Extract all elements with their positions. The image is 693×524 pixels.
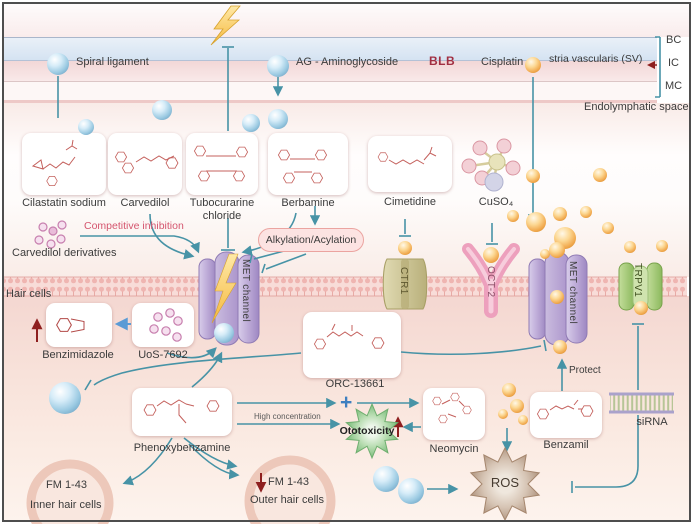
ctr1-label: CTR1 xyxy=(398,267,409,295)
high-concentration-label: High concentration xyxy=(254,412,321,421)
sirna-label: siRNA xyxy=(636,416,668,428)
cuso4-model-icon xyxy=(461,138,521,192)
neomycin-label: Neomycin xyxy=(429,443,479,455)
outer-hair-cell-arc xyxy=(244,455,336,524)
chemical-structures xyxy=(31,139,594,424)
fm143-inner-label: FM 1-43 xyxy=(46,479,87,491)
fm143-outer-label: FM 1-43 xyxy=(268,476,309,488)
oct2-transporter xyxy=(462,243,520,318)
phenoxybenzamine-label: Phenoxybenzamine xyxy=(133,442,231,454)
trpv1-channel xyxy=(618,262,663,311)
carvedilol-structure-box xyxy=(108,133,182,195)
oct2-label: OCT-2 xyxy=(485,266,496,298)
layer-bracket xyxy=(655,36,661,98)
orc13661-structure-box xyxy=(303,312,401,378)
cuso4-label: CuSO₄ xyxy=(478,196,514,208)
spiral-ligament-label: Spiral ligament xyxy=(76,56,149,68)
phenoxybenzamine-structure-box xyxy=(132,388,232,436)
uos7692-box xyxy=(132,303,194,347)
met-channel-left xyxy=(198,251,260,346)
ros-label: ROS xyxy=(490,475,520,490)
layer-mc-label: MC xyxy=(665,80,683,92)
sirna-icon xyxy=(609,392,674,414)
carvedilol-derivatives-icon xyxy=(34,220,67,249)
blb-label: BLB xyxy=(429,54,456,68)
ototoxicity-star-icon xyxy=(345,402,399,460)
alkylation-acylation-pill: Alkylation/Acylation xyxy=(258,228,364,252)
orc13661-label: ORC-13661 xyxy=(325,378,385,390)
uos7692-label: UoS-7692 xyxy=(138,349,188,361)
benzimidazole-label: Benzimidazole xyxy=(42,349,114,361)
ototoxicity-label: Ototoxicity xyxy=(339,425,395,437)
endolymphatic-space-label: Endolymphatic space xyxy=(584,101,689,113)
bc-layer-band xyxy=(4,37,657,61)
cisplatin-spheres xyxy=(398,57,668,425)
tubocurarine-label: Tubocurarine chloride xyxy=(189,197,255,222)
ic-layer-band xyxy=(4,61,657,82)
connector-lines xyxy=(31,36,661,495)
competitive-inhibition-label: Competitive inhibition xyxy=(84,220,184,232)
cilastatin-label: Cilastatin sodium xyxy=(22,197,106,209)
tubocurarine-structure-box xyxy=(186,133,258,195)
stria-vascularis-label: stria vascularis (SV) xyxy=(549,53,643,65)
hair-cells-label: Hair cells xyxy=(6,288,52,300)
met-channel-right-label: MET channel xyxy=(567,261,578,325)
cisplatin-label: Cisplatin xyxy=(481,56,524,68)
benzamil-label: Benzamil xyxy=(543,439,589,451)
ctr1-channel xyxy=(382,258,428,310)
carvedilol-derivatives-label: Carvedilol derivatives xyxy=(12,247,117,259)
benzamil-structure-box xyxy=(530,392,602,438)
lightning-icon-met xyxy=(211,253,239,324)
mc-layer-band xyxy=(4,82,657,100)
layer-ic-label: IC xyxy=(668,57,679,69)
outer-hair-cells-label: Outer hair cells xyxy=(250,494,324,506)
uos7692-molecules-icon xyxy=(149,308,183,342)
top-strip xyxy=(4,4,689,37)
plus-sign: + xyxy=(340,391,353,414)
aminoglycoside-spheres xyxy=(47,53,424,504)
aminoglycoside-label: AG - Aminoglycoside xyxy=(296,56,399,68)
cimetidine-label: Cimetidine xyxy=(384,196,436,208)
neomycin-structure-box xyxy=(423,388,485,440)
protect-label: Protect xyxy=(569,365,601,376)
inner-hair-cells-label: Inner hair cells xyxy=(30,499,102,511)
met-channel-left-label: MET channel xyxy=(240,259,251,323)
lightning-icon-top xyxy=(210,5,241,46)
carvedilol-label: Carvedilol xyxy=(120,197,170,209)
berbamine-label: Berbamine xyxy=(281,197,335,209)
trpv1-label: TRPV1 xyxy=(632,263,643,298)
berbamine-structure-box xyxy=(268,133,348,195)
mc-layer-line xyxy=(4,100,657,103)
inner-hair-cell-arc xyxy=(26,459,114,524)
layer-bc-label: BC xyxy=(666,34,682,46)
